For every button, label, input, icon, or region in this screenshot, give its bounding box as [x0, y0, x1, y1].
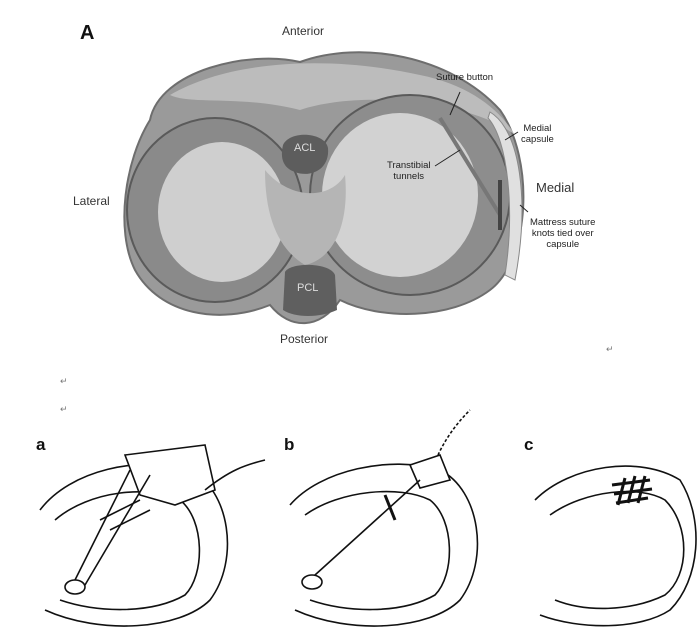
paragraph-mark: ↵: [60, 376, 68, 386]
panel-label-a: a: [36, 435, 46, 454]
label-posterior: Posterior: [280, 332, 329, 346]
paragraph-mark: ↵: [60, 404, 68, 414]
callout-line: tunnels: [393, 171, 425, 182]
label-lateral: Lateral: [73, 194, 110, 208]
tibial-plateau-illustration: [123, 51, 525, 325]
label-medial: Medial: [536, 180, 575, 195]
sketch-b: [289, 409, 479, 627]
callout-line: Medial: [523, 123, 552, 134]
callout-suture-button: Suture button: [436, 72, 494, 83]
label-pcl: PCL: [297, 282, 319, 294]
sketch-a: [39, 444, 266, 627]
callout-line: Mattress suture: [530, 217, 596, 228]
callout-transtibial-tunnels: Transtibial tunnels: [387, 160, 430, 182]
callout-line: Transtibial: [387, 160, 431, 171]
callout-line: capsule: [546, 239, 580, 250]
sketch-c: [534, 465, 697, 627]
panel-label-c: c: [524, 435, 534, 454]
callout-medial-capsule: Medial capsule: [521, 123, 554, 145]
panel-label-A: A: [80, 22, 95, 44]
mattress-suture-grid: [611, 475, 653, 506]
callout-arrows: [434, 91, 529, 213]
callout-line: knots tied over: [531, 228, 594, 239]
callout-mattress-suture: Mattress suture knots tied over capsule: [530, 217, 595, 250]
label-anterior: Anterior: [282, 24, 325, 38]
panel-label-b: b: [284, 435, 295, 454]
paragraph-mark: ↵: [606, 344, 614, 354]
callout-line: capsule: [521, 134, 554, 145]
label-acl: ACL: [294, 142, 316, 154]
